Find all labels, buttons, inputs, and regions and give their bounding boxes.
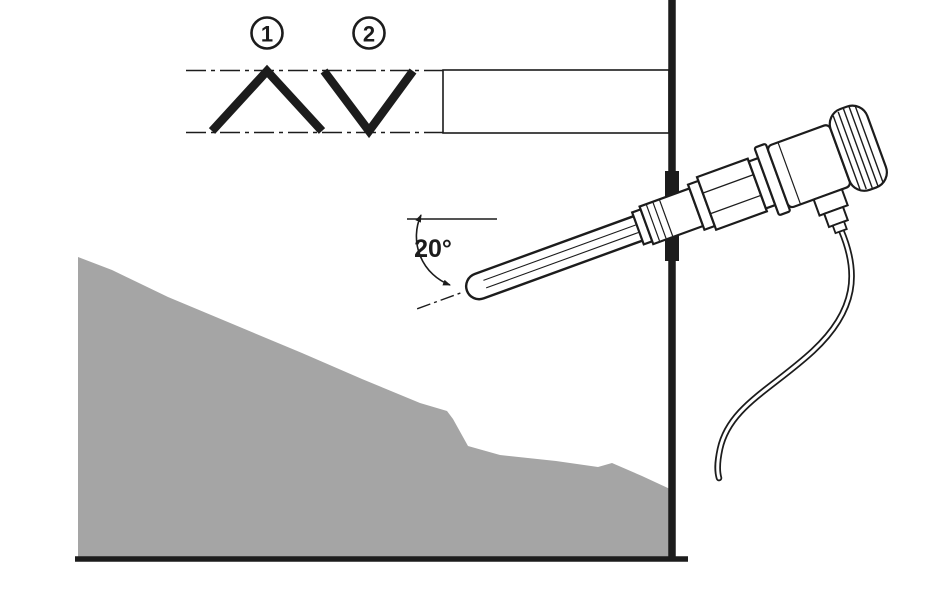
callout-1-label: 1 xyxy=(261,22,273,47)
callout-1-circle xyxy=(250,16,284,50)
callout-1: 1 xyxy=(250,16,284,50)
legend-box xyxy=(442,69,670,134)
knurl-line xyxy=(848,106,879,187)
downward-chevron-fork-symbol xyxy=(320,68,417,139)
cable-gland xyxy=(812,188,850,235)
gland-nipple xyxy=(831,220,848,235)
sensor-cable xyxy=(714,226,855,482)
knurl-line xyxy=(832,115,861,190)
hex-facet-lower xyxy=(710,194,762,215)
level-sensor xyxy=(416,104,888,310)
probe-detail-line-lower xyxy=(485,231,639,289)
bulk-material xyxy=(78,257,670,557)
callout-2: 2 xyxy=(352,16,386,50)
sensor-cable-outline xyxy=(714,226,855,482)
hex-facet-upper xyxy=(702,174,754,194)
knurl-line xyxy=(854,106,884,183)
angle-label: 20° xyxy=(414,235,452,263)
fork-orientation-legend: 1 2 xyxy=(186,16,670,139)
housing-parting-line xyxy=(777,142,802,205)
callout-2-label: 2 xyxy=(363,22,375,47)
thread-line-2 xyxy=(652,202,667,239)
thread-line-3 xyxy=(659,200,674,237)
angle-annotation: 20° xyxy=(407,214,497,286)
wall-mount-tab-upper xyxy=(665,171,679,197)
callout-2-circle xyxy=(352,16,386,50)
knurl-line xyxy=(842,108,873,189)
upward-chevron-fork-symbol xyxy=(208,64,326,134)
sensor-probe xyxy=(465,213,647,301)
probe-centerline xyxy=(416,291,463,310)
sensor-cable-core xyxy=(716,228,854,480)
thread-line-1 xyxy=(645,204,661,241)
wall-mount-tab-lower xyxy=(665,235,679,261)
probe-detail-line-upper xyxy=(483,224,636,281)
angle-arc xyxy=(415,214,451,286)
cap-knurling xyxy=(832,106,884,190)
knurl-line xyxy=(837,111,867,190)
